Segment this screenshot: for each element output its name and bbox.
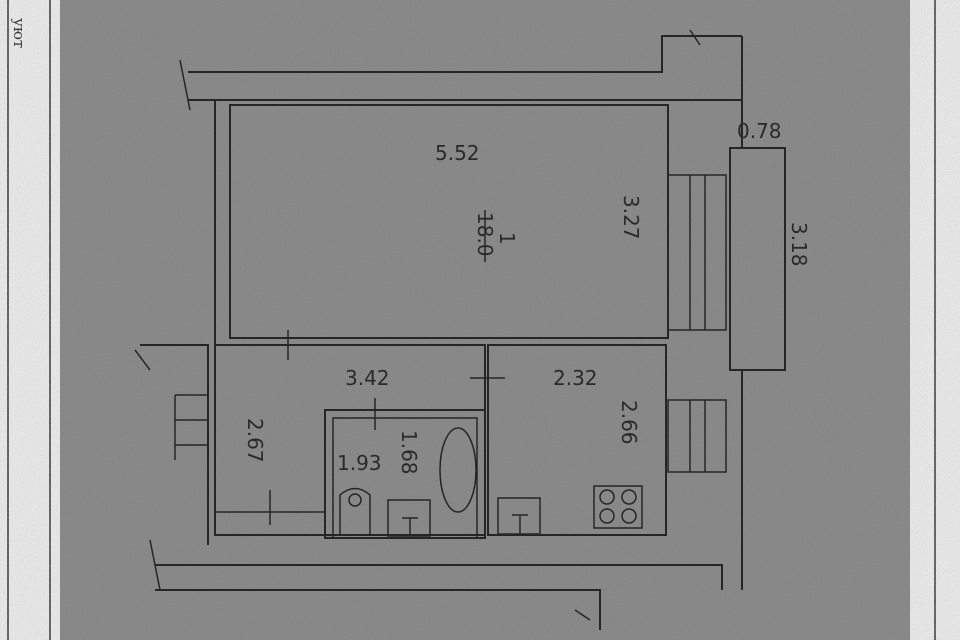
- room1-length: 5.52: [435, 141, 480, 165]
- hall-length: 3.42: [345, 366, 390, 390]
- sink-icon: [387, 499, 431, 537]
- sink-icon: [497, 497, 541, 535]
- bathroom: [324, 398, 486, 539]
- balcony-width: 3.18: [787, 222, 811, 267]
- side-caption: уют: [10, 18, 28, 48]
- balcony-length: 0.78: [737, 119, 782, 143]
- kitchen-length: 2.32: [553, 366, 598, 390]
- outer-walls: [134, 29, 743, 630]
- bathroom-length: 1.93: [337, 451, 382, 475]
- kitchen: [470, 344, 667, 536]
- bathroom-width: 1.68: [397, 430, 421, 475]
- room1-width: 3.27: [619, 195, 643, 240]
- kitchen-width: 2.66: [617, 400, 641, 445]
- window: [667, 174, 727, 331]
- window: [667, 399, 727, 473]
- hall-width: 2.67: [243, 418, 267, 463]
- stove-icon: [593, 485, 643, 529]
- balcony: [729, 147, 786, 371]
- room1-number: 1: [495, 232, 519, 245]
- toilet-icon: [339, 487, 371, 535]
- bathtub-icon: [439, 427, 477, 513]
